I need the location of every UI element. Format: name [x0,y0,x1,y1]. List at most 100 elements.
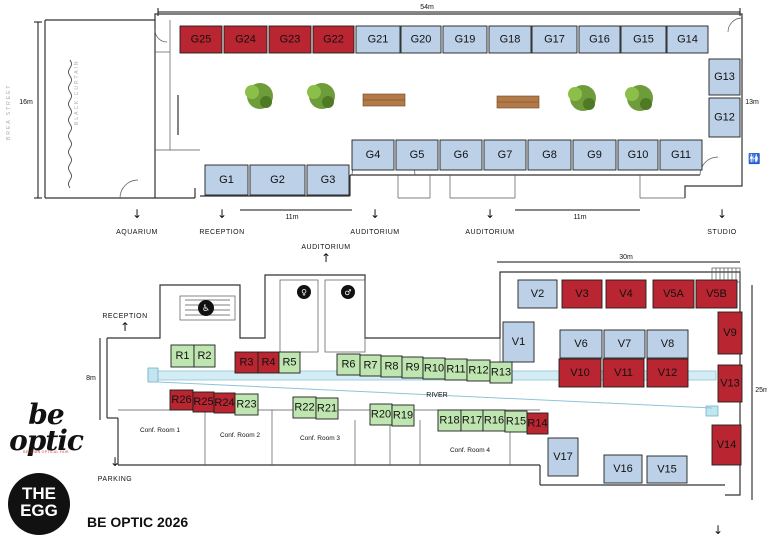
booth-g11[interactable]: G11 [659,139,703,171]
booth-g6-box[interactable] [439,139,483,171]
booth-g10[interactable]: G10 [617,139,659,171]
booth-g17-box[interactable] [531,25,578,54]
booth-g12[interactable]: G12 [708,97,741,138]
booth-g24[interactable]: G24 [223,25,268,54]
booth-g2-box[interactable] [249,164,306,196]
booth-r14-box[interactable] [526,412,549,435]
booth-v5a[interactable]: V5A [652,279,695,309]
booth-v1[interactable]: V1 [502,321,535,363]
exit-auditorium-1[interactable]: ↓ AUDITORIUM [350,207,399,236]
booth-r23-box[interactable] [234,393,259,416]
booth-g5-box[interactable] [395,139,439,171]
booth-v17-box[interactable] [547,437,579,477]
booth-v12[interactable]: V12 [646,358,689,388]
booth-r2-box[interactable] [193,344,216,368]
booth-r20[interactable]: R20 [369,403,393,426]
booth-r14[interactable]: R14 [526,412,549,435]
booth-r6[interactable]: R6 [336,353,361,376]
booth-g3-box[interactable] [306,164,350,196]
booth-v10-box[interactable] [558,358,602,388]
booth-r13[interactable]: R13 [489,361,513,384]
booth-r17[interactable]: R17 [460,409,484,432]
booth-g4[interactable]: G4 [351,139,395,171]
booth-g19-box[interactable] [442,25,488,54]
booth-g7[interactable]: G7 [483,139,527,171]
exit-auditorium-2[interactable]: ↓ AUDITORIUM [465,207,514,236]
booth-g21-box[interactable] [355,25,401,54]
booth-v6[interactable]: V6 [559,329,603,359]
booth-r22[interactable]: R22 [292,396,317,419]
booth-r12[interactable]: R12 [466,359,491,382]
booth-v3-box[interactable] [561,279,603,309]
booth-g25[interactable]: G25 [179,25,223,54]
booth-r2[interactable]: R2 [193,344,216,368]
booth-v13[interactable]: V13 [717,364,743,403]
booth-g16-box[interactable] [578,25,621,54]
booth-r16[interactable]: R16 [482,409,506,432]
booth-v5b[interactable]: V5B [695,279,738,309]
booth-r5[interactable]: R5 [278,351,301,374]
exit-auditorium-upper[interactable]: ↑ AUDITORIUM [301,244,350,265]
booth-v9-box[interactable] [717,311,743,355]
booth-r11[interactable]: R11 [444,358,468,381]
booth-g23[interactable]: G23 [268,25,312,54]
booth-r13-box[interactable] [489,361,513,384]
booth-v4[interactable]: V4 [605,279,647,309]
booth-r25[interactable]: R25 [192,391,215,413]
booth-r15[interactable]: R15 [504,410,528,433]
booth-r10[interactable]: R10 [422,357,446,380]
booth-v7-box[interactable] [603,329,646,359]
booth-g22[interactable]: G22 [312,25,355,54]
booth-g1-box[interactable] [204,164,249,196]
booth-r21-box[interactable] [315,397,339,420]
booth-g1[interactable]: G1 [204,164,249,196]
booth-v12-box[interactable] [646,358,689,388]
booth-g3[interactable]: G3 [306,164,350,196]
exit-parking[interactable]: ↓ PARKING [98,455,133,483]
booth-g20[interactable]: G20 [400,25,442,54]
booth-g6[interactable]: G6 [439,139,483,171]
booth-v16[interactable]: V16 [603,454,643,484]
booth-v4-box[interactable] [605,279,647,309]
booth-g20-box[interactable] [400,25,442,54]
booth-v11-box[interactable] [602,358,645,388]
booth-g25-box[interactable] [179,25,223,54]
booth-g16[interactable]: G16 [578,25,621,54]
booth-v14-box[interactable] [711,424,742,466]
booth-r3[interactable]: R3 [234,351,259,374]
booth-g22-box[interactable] [312,25,355,54]
booth-g23-box[interactable] [268,25,312,54]
booth-v17[interactable]: V17 [547,437,579,477]
booth-v5a-box[interactable] [652,279,695,309]
booth-g17[interactable]: G17 [531,25,578,54]
booth-v2-box[interactable] [517,279,558,309]
booth-g12-box[interactable] [708,97,741,138]
booth-g14-box[interactable] [666,25,709,54]
booth-r4[interactable]: R4 [257,351,280,374]
booth-g2[interactable]: G2 [249,164,306,196]
booth-r19-box[interactable] [391,404,415,427]
booth-r9[interactable]: R9 [401,356,424,379]
booth-v15[interactable]: V15 [646,455,688,484]
booth-g8[interactable]: G8 [527,139,572,171]
booth-v7[interactable]: V7 [603,329,646,359]
booth-v9[interactable]: V9 [717,311,743,355]
booth-g5[interactable]: G5 [395,139,439,171]
booth-v11[interactable]: V11 [602,358,645,388]
exit-reception[interactable]: ↓ RECEPTION [199,207,244,236]
booth-g10-box[interactable] [617,139,659,171]
booth-g24-box[interactable] [223,25,268,54]
booth-r21[interactable]: R21 [315,397,339,420]
exit-reception-upper[interactable]: RECEPTION ↑ [102,313,147,334]
booth-g15-box[interactable] [620,25,667,54]
booth-v15-box[interactable] [646,455,688,484]
booth-g19[interactable]: G19 [442,25,488,54]
booth-v5b-box[interactable] [695,279,738,309]
booth-g4-box[interactable] [351,139,395,171]
booth-r19[interactable]: R19 [391,404,415,427]
booth-g18[interactable]: G18 [488,25,532,54]
booth-r8[interactable]: R8 [380,355,403,378]
booth-g7-box[interactable] [483,139,527,171]
booth-g18-box[interactable] [488,25,532,54]
booth-v6-box[interactable] [559,329,603,359]
